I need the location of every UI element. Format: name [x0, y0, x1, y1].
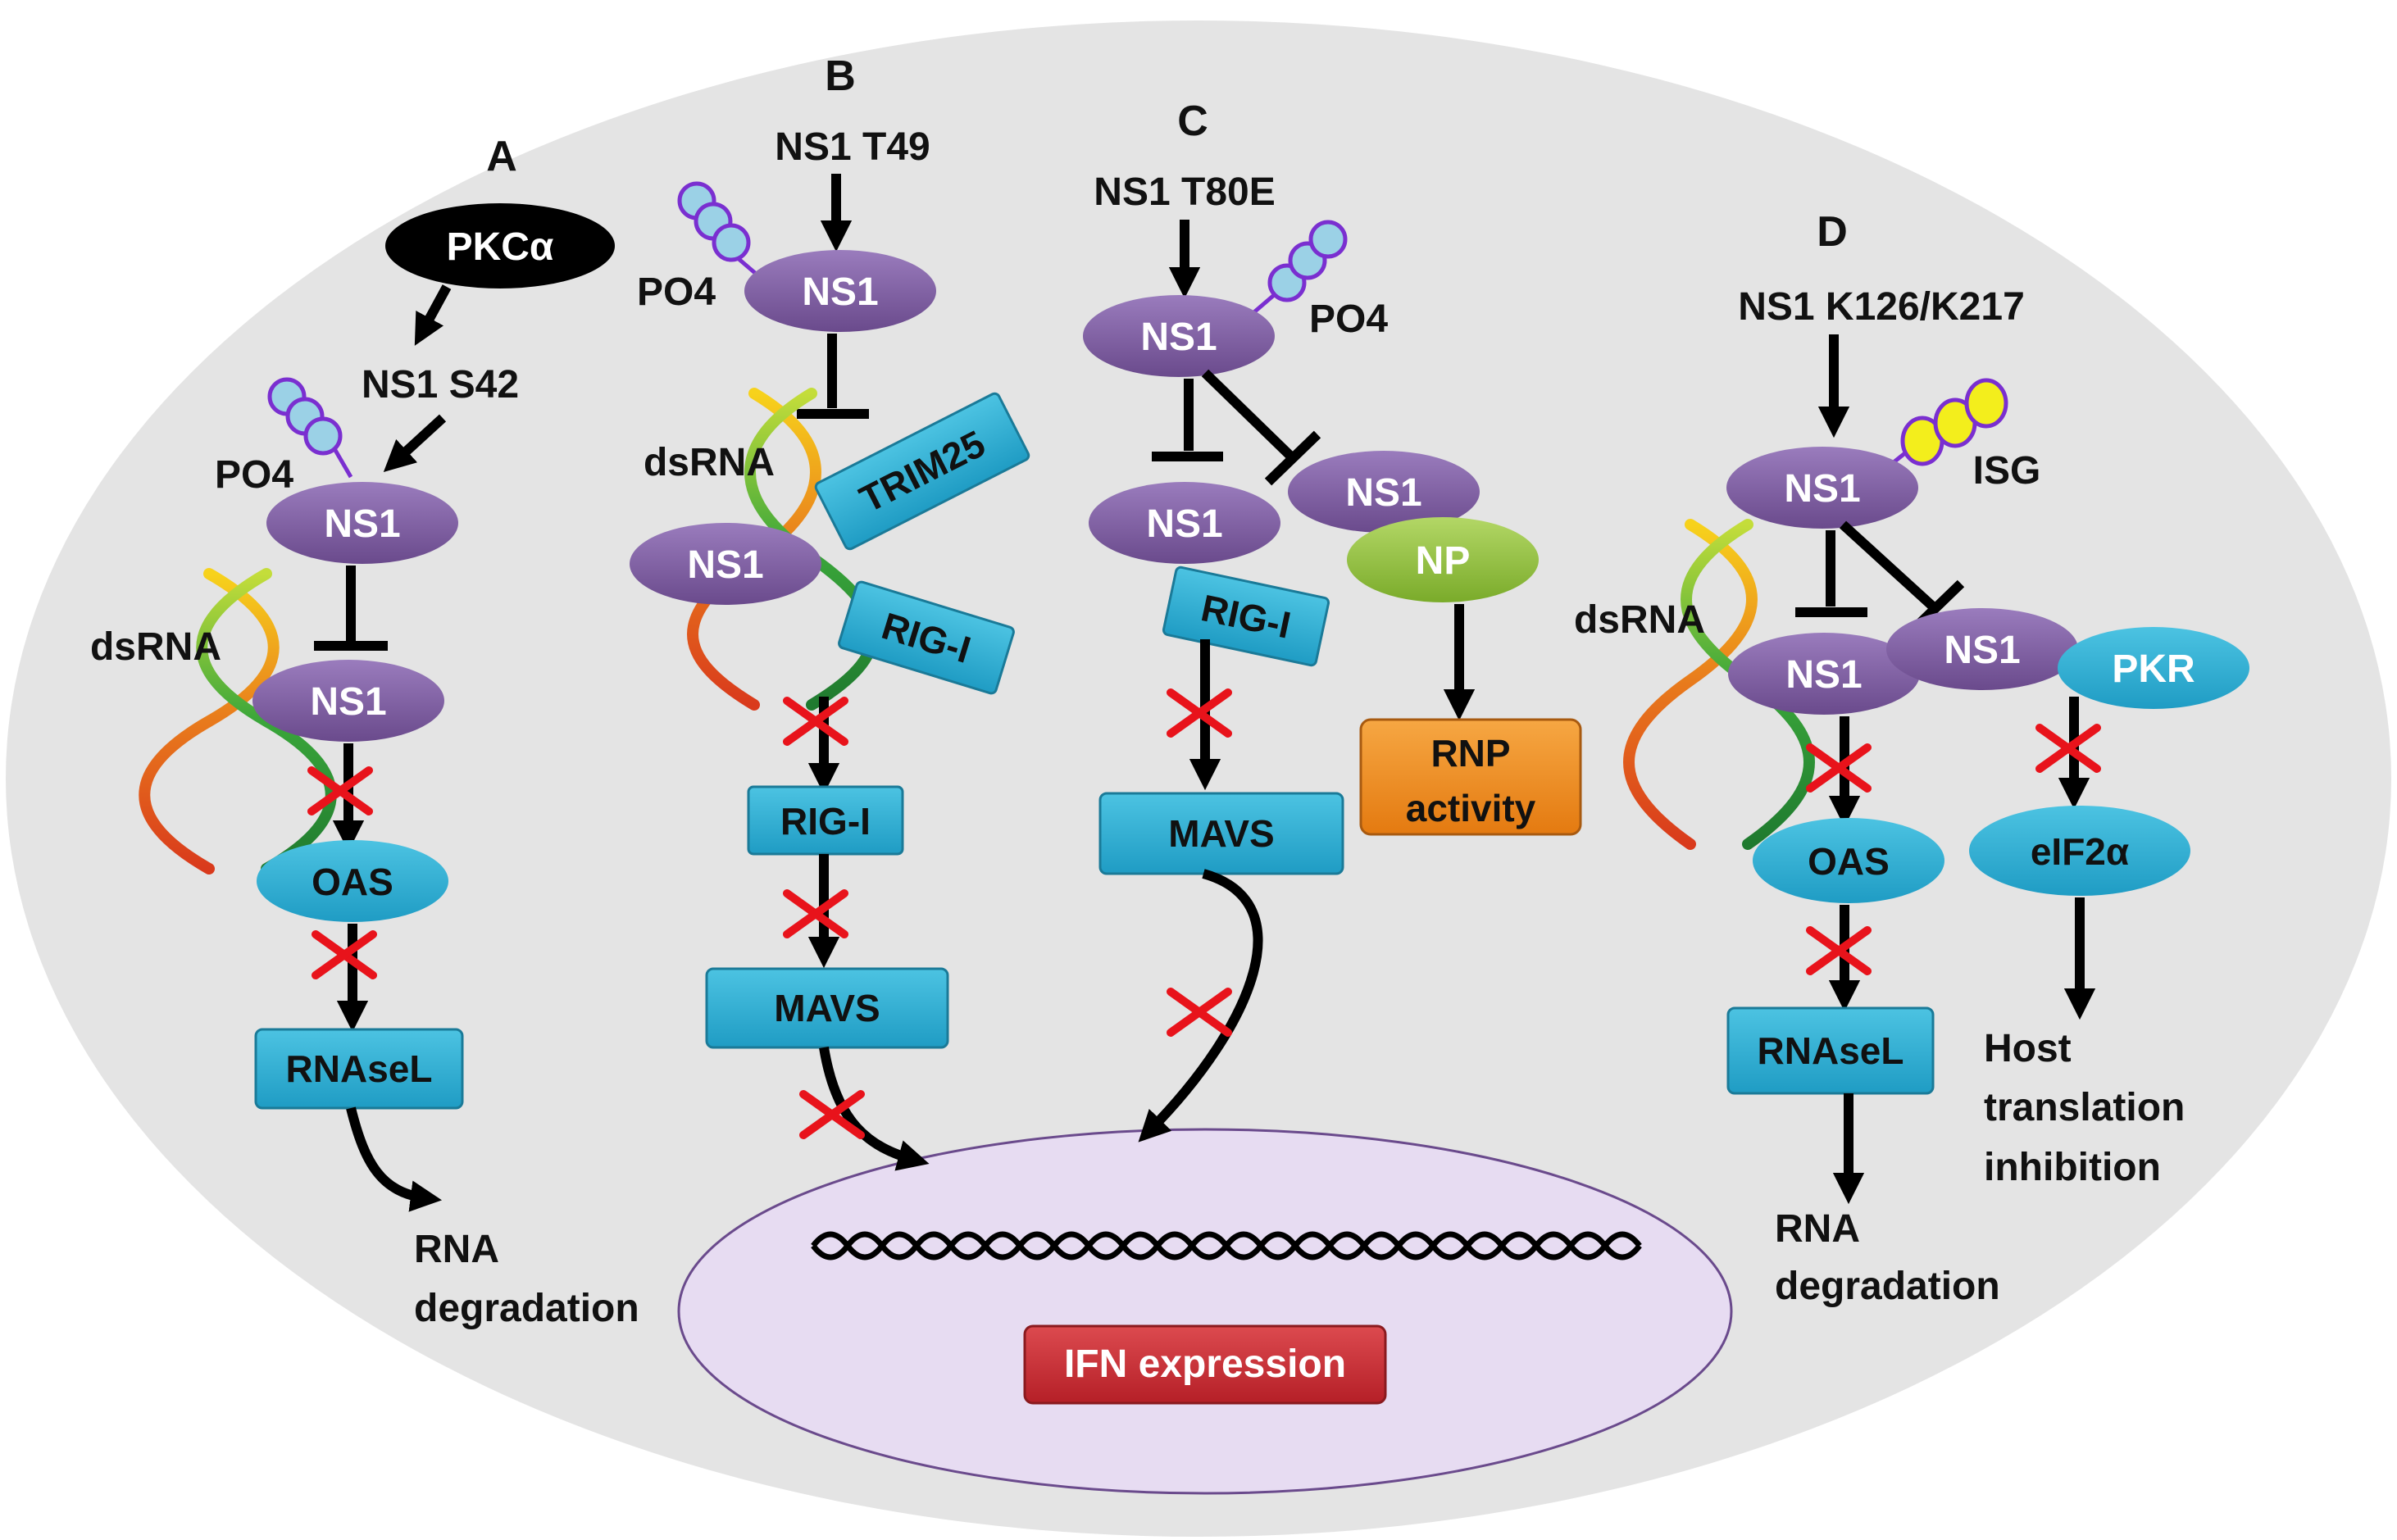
b-po4-beads	[677, 181, 768, 284]
d-block-cross-2	[1806, 926, 1872, 975]
a-block-cross-2	[312, 930, 377, 979]
b-block-cross-1	[783, 697, 848, 746]
d-oas-node	[1753, 818, 1944, 903]
a-ns1-top-label: NS1	[324, 502, 400, 546]
d-block-cross-3	[2035, 724, 2101, 773]
a-oas-label: OAS	[312, 861, 393, 903]
d-ns1-top-label: NS1	[1784, 467, 1860, 511]
c-po4-label: PO4	[1309, 298, 1388, 341]
d-oas-label: OAS	[1808, 840, 1890, 883]
d-output-left-line2: degradation	[1775, 1265, 2000, 1308]
b-block-cross-3	[799, 1090, 865, 1139]
a-ns1-bound-label: NS1	[310, 680, 386, 724]
a-ns1-top-node	[266, 482, 458, 564]
c-ns1-left-node	[1089, 482, 1280, 564]
d-output-left-line1: RNA	[1775, 1207, 1860, 1251]
c-ns1-right-node	[1288, 451, 1480, 533]
a-arrow-pkc-to-site	[414, 284, 452, 346]
d-rnasel-label: RNAseL	[1758, 1029, 1904, 1072]
c-rnp-line1: RNP	[1430, 732, 1510, 775]
a-arrow-rnasel-to-output	[346, 1106, 443, 1212]
d-pkr-label: PKR	[2112, 647, 2195, 691]
d-output-right-line2: translation	[1984, 1086, 2185, 1129]
a-rnasel-box	[254, 1028, 464, 1110]
a-po4-beads	[267, 377, 353, 479]
c-np-node	[1347, 517, 1539, 602]
c-ns1-left-label: NS1	[1146, 502, 1222, 546]
a-output-line2: degradation	[414, 1287, 639, 1330]
d-isg-beads	[1884, 378, 2008, 470]
b-ns1-top-label: NS1	[802, 270, 878, 314]
c-rnp-box	[1359, 718, 1582, 836]
d-ns1-left-node	[1728, 633, 1920, 715]
ifn-expression-box	[1023, 1324, 1387, 1405]
c-block-cross-1	[1167, 688, 1232, 738]
d-ns1-right-node	[1886, 608, 2078, 690]
d-rnasel-box	[1726, 1006, 1935, 1095]
d-output-right-line1: Host	[1984, 1027, 2072, 1070]
c-ns1-top-label: NS1	[1140, 316, 1217, 359]
c-arrow-mavs-to-nucleus	[1138, 869, 1263, 1143]
a-pkc-alpha-node	[385, 203, 615, 288]
b-mavs-label: MAVS	[774, 987, 880, 1029]
a-po4-label: PO4	[215, 453, 293, 497]
b-dsrna-label: dsRNA	[644, 441, 775, 484]
d-ns1-right-label: NS1	[1944, 629, 2020, 672]
c-mavs-box	[1098, 792, 1344, 875]
panel-label-b: B	[825, 52, 856, 100]
d-eif2a-node	[1969, 806, 2190, 896]
d-block-cross-1	[1806, 743, 1872, 793]
b-po4-label: PO4	[637, 270, 716, 314]
panel-label-d: D	[1817, 208, 1848, 256]
c-rnp-line2: activity	[1406, 787, 1536, 829]
b-ns1-bound-label: NS1	[687, 543, 763, 587]
c-np-label: NP	[1416, 539, 1471, 583]
c-block-cross-2	[1167, 988, 1232, 1037]
c-site-label: NS1 T80E	[1094, 170, 1275, 214]
nucleus-dna-helix	[811, 1231, 1642, 1261]
b-ns1-top-node	[744, 250, 936, 332]
ifn-expression-label: IFN expression	[1064, 1342, 1346, 1386]
panel-label-c: C	[1177, 98, 1208, 145]
b-block-cross-2	[783, 889, 848, 938]
d-ns1-left-label: NS1	[1785, 653, 1862, 697]
b-ns1-bound-node	[630, 523, 821, 605]
c-inhibit-line-right	[1201, 369, 1298, 463]
b-arrow-mavs-to-nucleus	[819, 1047, 930, 1171]
d-site-label: NS1 K126/K217	[1738, 285, 2025, 329]
b-rigi-bound-box: RIG-I	[838, 580, 1015, 695]
a-pkc-alpha-label: PKCα	[447, 225, 554, 269]
d-inhibit-line-right	[1839, 520, 1939, 612]
c-ns1-top-node	[1083, 295, 1275, 377]
a-oas-node	[257, 840, 448, 922]
c-mavs-label: MAVS	[1168, 812, 1275, 855]
nucleus	[677, 1128, 1733, 1495]
d-output-right-line3: inhibition	[1984, 1146, 2161, 1189]
b-rigi-label: RIG-I	[780, 800, 871, 843]
b-site-label: NS1 T49	[775, 125, 930, 169]
d-ns1-top-node	[1726, 447, 1918, 529]
d-dsrna-label: dsRNA	[1574, 598, 1705, 642]
d-eif2a-label: eIF2α	[2031, 830, 2129, 873]
a-arrow-site-to-ns1	[383, 414, 447, 472]
c-po4-beads	[1249, 220, 1348, 317]
a-dsrna-label: dsRNA	[90, 625, 221, 669]
a-ns1-bound-node	[252, 660, 444, 742]
a-block-cross-1	[307, 766, 373, 815]
a-site-label: NS1 S42	[362, 363, 519, 407]
d-pkr-node	[2058, 627, 2249, 709]
c-inhibit-bar-right	[1264, 430, 1321, 486]
c-ns1-right-label: NS1	[1345, 471, 1421, 515]
a-output-line1: RNA	[414, 1228, 499, 1271]
panel-label-a: A	[486, 133, 517, 180]
d-isg-label: ISG	[1973, 449, 2041, 493]
a-rnasel-label: RNAseL	[286, 1047, 433, 1090]
